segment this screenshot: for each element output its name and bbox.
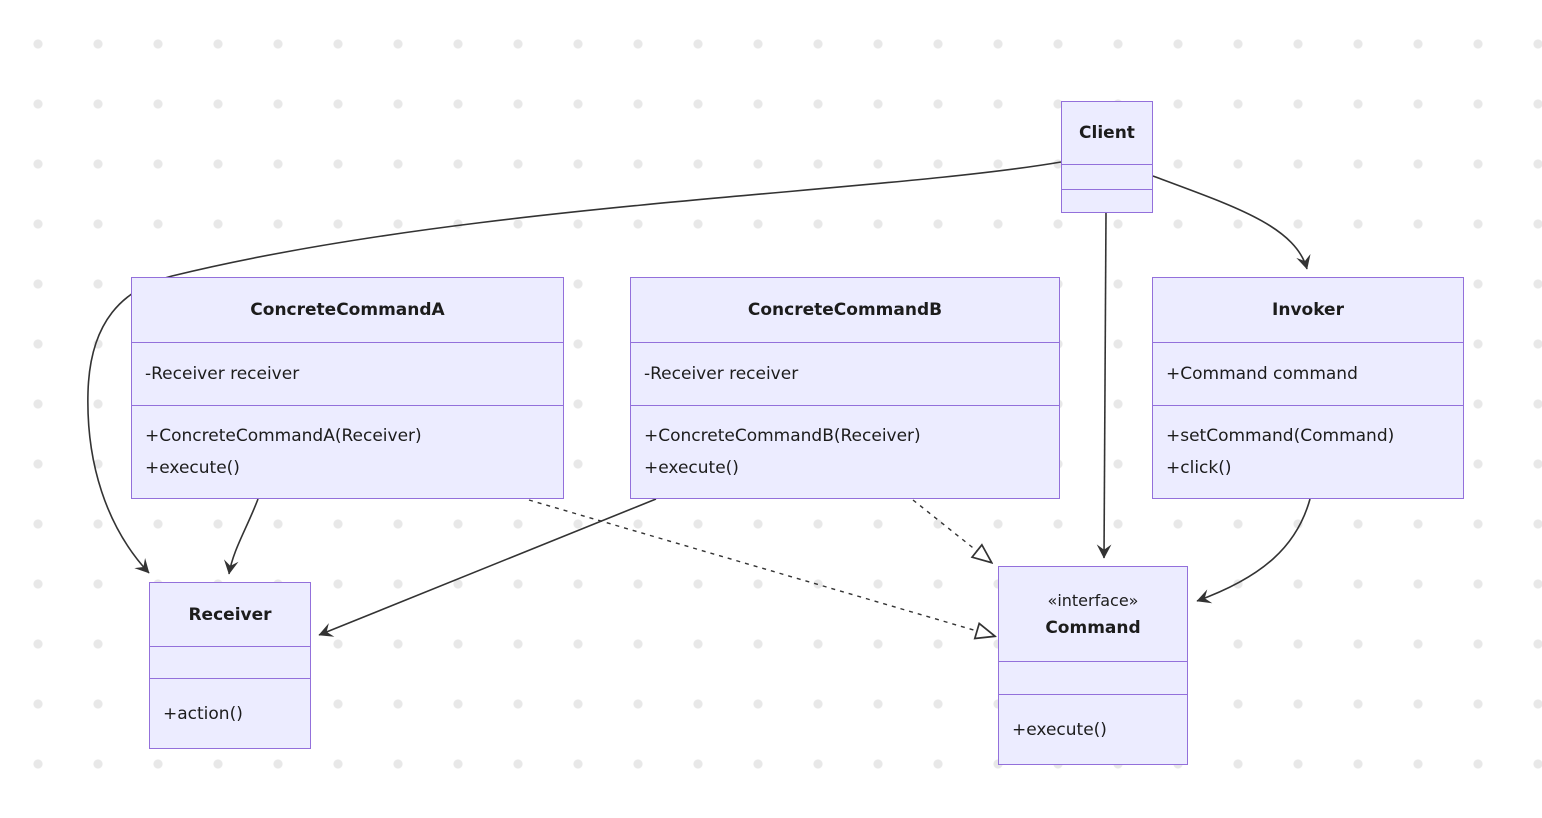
method: +action()	[163, 703, 243, 724]
methods-compartment-empty	[1062, 189, 1152, 212]
class-title: «interface» Command	[999, 567, 1187, 661]
methods-compartment: +setCommand(Command) +click()	[1153, 405, 1463, 498]
method: +click()	[1166, 458, 1232, 478]
class-title: Invoker	[1272, 300, 1344, 320]
class-concrete-command-b: ConcreteCommandB -Receiver receiver +Con…	[630, 277, 1060, 499]
edge-concrete-command-a-realizes-command	[528, 499, 977, 631]
method: +execute()	[1012, 719, 1107, 740]
edge-invoker-to-command	[1196, 498, 1311, 604]
class-title: ConcreteCommandA	[250, 300, 445, 320]
class-title-text: Command	[1045, 617, 1141, 638]
class-title: Client	[1079, 123, 1135, 143]
methods-compartment: +execute()	[999, 694, 1187, 764]
class-command-interface: «interface» Command +execute()	[998, 566, 1188, 765]
interface-stereotype: «interface»	[1047, 590, 1139, 610]
edge-concrete-command-a-to-receiver	[223, 498, 259, 575]
attribute: +Command command	[1166, 364, 1358, 384]
method: +ConcreteCommandB(Receiver)	[644, 426, 921, 446]
methods-compartment: +ConcreteCommandA(Receiver) +execute()	[132, 405, 563, 498]
attributes-compartment-empty	[1062, 164, 1152, 189]
edge-client-to-command	[1096, 212, 1112, 559]
edge-concrete-command-b-to-receiver	[318, 498, 657, 637]
attributes-compartment-empty	[999, 661, 1187, 694]
method: +execute()	[644, 458, 739, 478]
class-receiver: Receiver +action()	[149, 582, 311, 749]
class-client: Client	[1061, 101, 1153, 213]
class-title: ConcreteCommandB	[747, 300, 943, 320]
methods-compartment: +ConcreteCommandB(Receiver) +execute()	[631, 405, 1059, 498]
class-concrete-command-a: ConcreteCommandA -Receiver receiver +Con…	[131, 277, 564, 499]
class-title: Receiver	[188, 604, 272, 625]
attributes-compartment: -Receiver receiver	[132, 342, 563, 405]
edge-client-to-invoker	[1152, 175, 1311, 270]
attributes-compartment: -Receiver receiver	[631, 342, 1059, 405]
edge-concrete-command-b-realizes-command	[912, 499, 977, 551]
attribute: -Receiver receiver	[145, 364, 300, 384]
method: +setCommand(Command)	[1166, 426, 1395, 446]
attributes-compartment-empty	[150, 646, 310, 678]
method: +execute()	[145, 458, 240, 478]
class-invoker: Invoker +Command command +setCommand(Com…	[1152, 277, 1464, 499]
method: +ConcreteCommandA(Receiver)	[145, 426, 422, 446]
attribute: -Receiver receiver	[644, 364, 799, 384]
methods-compartment: +action()	[150, 678, 310, 748]
attributes-compartment: +Command command	[1153, 342, 1463, 405]
